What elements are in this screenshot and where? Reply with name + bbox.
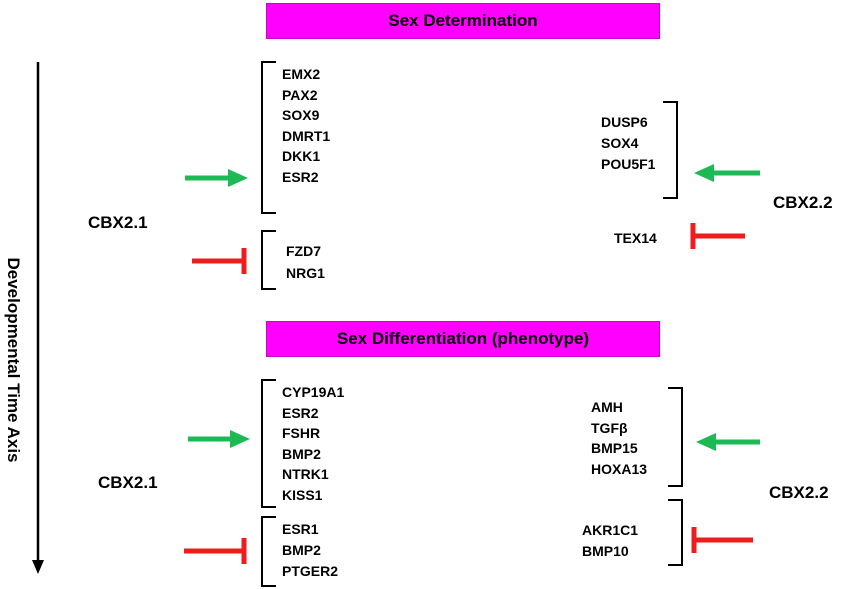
repression-bar-s2-left	[184, 538, 247, 564]
cbx21-label-s2: CBX2.1	[98, 473, 158, 492]
gene: DMRT1	[282, 127, 331, 144]
time-axis-arrow	[32, 62, 44, 574]
cbx22-label-s2: CBX2.2	[769, 483, 829, 502]
repression-bar-s2-right	[691, 527, 753, 553]
gene-list-s1-right-activated: DUSP6 SOX4 POU5F1	[601, 112, 655, 175]
gene: SOX4	[601, 135, 639, 151]
bracket-s2-left-activated	[261, 379, 276, 508]
bracket-s2-right-repressed	[668, 499, 683, 566]
repression-bar-s1-left	[192, 248, 247, 274]
gene-list-s2-left-activated: CYP19A1 ESR2 FSHR BMP2 NTRK1 KISS1	[282, 382, 344, 506]
gene: HOXA13	[591, 460, 648, 477]
gene: SOX9	[282, 107, 320, 124]
gene: TGFβ	[591, 419, 628, 436]
gene-list-s2-left-repressed: ESR1 BMP2 PTGER2	[282, 519, 338, 582]
gene: DKK1	[282, 148, 321, 165]
gene-list-s1-left-repressed: FZD7 NRG1	[286, 240, 325, 284]
banner-sex-determination: Sex Determination	[266, 3, 660, 39]
gene: NRG1	[286, 265, 325, 281]
activation-arrow-s1-left	[185, 169, 248, 187]
gene: TEX14	[614, 230, 657, 246]
bracket-s2-left-repressed	[261, 516, 276, 587]
gene: PTGER2	[282, 563, 339, 579]
gene-list-s1-left-activated: EMX2 PAX2 SOX9 DMRT1 DKK1 ESR2	[282, 64, 330, 188]
gene: ESR1	[282, 521, 319, 537]
gene: CYP19A1	[282, 384, 345, 400]
gene: BMP15	[591, 440, 638, 457]
gene: POU5F1	[601, 156, 656, 172]
gene: DUSP6	[601, 114, 648, 130]
gene: BMP10	[582, 543, 629, 559]
banner-sex-differentiation: Sex Differentiation (phenotype)	[266, 321, 660, 357]
bracket-s1-left-activated	[261, 61, 276, 214]
gene: AMH	[591, 399, 623, 415]
bracket-s1-right-activated	[663, 101, 678, 199]
cbx21-label-s1: CBX2.1	[88, 213, 148, 232]
activation-arrow-s2-left	[188, 430, 250, 448]
gene: FSHR	[282, 425, 321, 442]
activation-arrow-s2-right	[696, 433, 760, 451]
bracket-s2-right-activated	[668, 387, 683, 487]
gene: BMP2	[282, 542, 321, 558]
gene: KISS1	[282, 486, 323, 503]
gene-list-s2-right-repressed: AKR1C1 BMP10	[582, 520, 638, 562]
activation-arrow-s1-right	[694, 164, 760, 182]
gene: EMX2	[282, 66, 321, 82]
gene: PAX2	[282, 86, 318, 103]
gene: BMP2	[282, 445, 321, 462]
gene: AKR1C1	[582, 522, 639, 538]
gene: ESR2	[282, 168, 319, 185]
bracket-s1-left-repressed	[261, 230, 276, 290]
repression-bar-s1-right	[690, 223, 745, 249]
gene-list-s1-right-repressed: TEX14	[614, 228, 657, 249]
cbx22-label-s1: CBX2.2	[773, 193, 833, 212]
gene: NTRK1	[282, 466, 329, 483]
gene: FZD7	[286, 243, 321, 259]
gene: ESR2	[282, 404, 319, 421]
gene-list-s2-right-activated: AMH TGFβ BMP15 HOXA13	[591, 397, 647, 479]
